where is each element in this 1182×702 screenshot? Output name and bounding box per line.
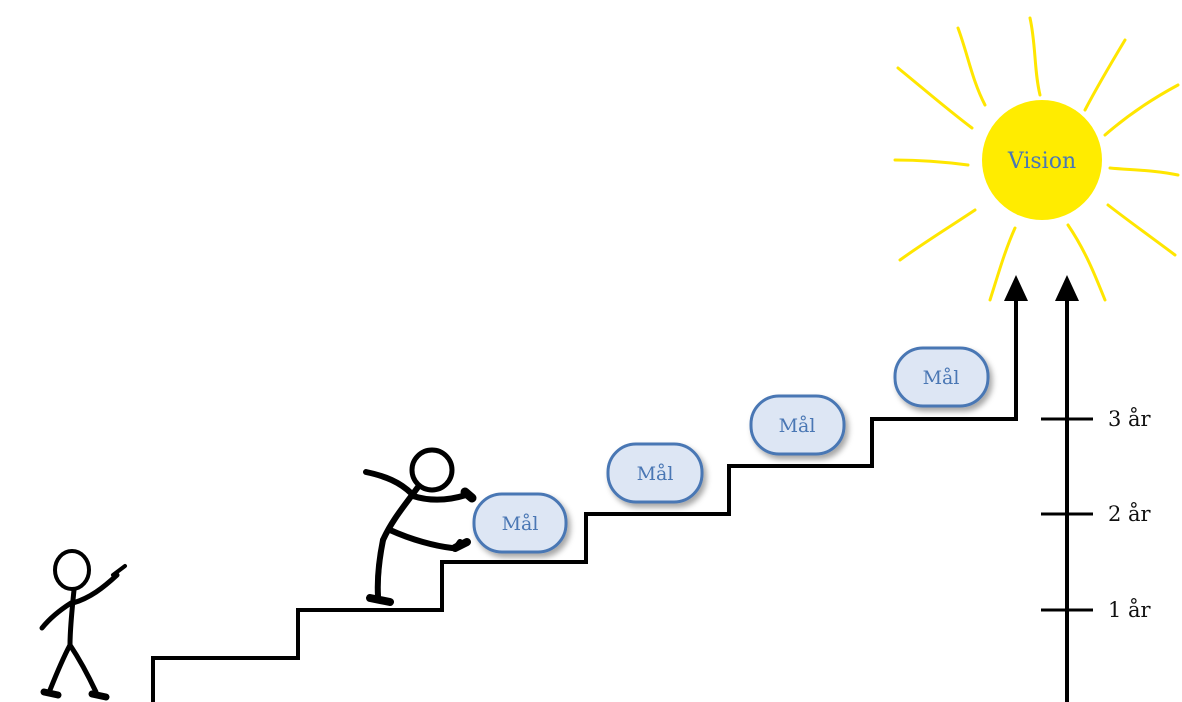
figure-leg-front bbox=[387, 527, 463, 551]
sun-rays bbox=[893, 16, 1180, 302]
tick-label-2-year: 2 år bbox=[1108, 502, 1152, 526]
sun-ray bbox=[896, 66, 974, 130]
figure-head bbox=[409, 447, 455, 493]
sun-ray bbox=[1083, 38, 1127, 112]
figure-foot-left bbox=[40, 688, 62, 699]
figure-arm-right bbox=[70, 572, 120, 606]
stick-figure-climbing bbox=[363, 447, 477, 606]
staircase-arrowhead bbox=[1004, 275, 1028, 301]
goal-label: Mål bbox=[502, 513, 539, 535]
goal-box-shape bbox=[472, 492, 568, 554]
goal-box-3: Mål bbox=[749, 394, 846, 456]
figure-hand-pointing bbox=[111, 564, 127, 577]
figure-leg-left bbox=[47, 642, 73, 693]
figure-fist-front bbox=[460, 487, 477, 503]
goal-label: Mål bbox=[923, 367, 960, 389]
goal-label: Mål bbox=[779, 415, 816, 437]
figure-arm-back bbox=[363, 469, 415, 497]
timeline-ticks: 1 år 2 år 3 år bbox=[1041, 407, 1152, 622]
figure-foot-right bbox=[88, 690, 110, 701]
goal-box-shape bbox=[749, 394, 846, 456]
sun: Vision bbox=[982, 100, 1102, 220]
sun-circle bbox=[982, 100, 1102, 220]
figure-foot-front bbox=[451, 538, 471, 552]
goal-box-4: Mål bbox=[893, 346, 990, 408]
goal-box-shape bbox=[606, 442, 704, 504]
stick-figure-pointing bbox=[39, 549, 127, 701]
sun-ray bbox=[893, 158, 970, 167]
figure-foot-back bbox=[366, 594, 394, 606]
figure-head bbox=[53, 549, 91, 591]
goal-box-shape bbox=[893, 346, 990, 408]
sun-ray bbox=[1106, 203, 1177, 257]
sun-ray bbox=[1103, 83, 1180, 137]
figure-leg-back bbox=[374, 537, 386, 599]
goal-box-2: Mål bbox=[606, 442, 704, 504]
figure-body bbox=[67, 587, 77, 648]
figure-body bbox=[380, 484, 421, 543]
sun-ray bbox=[1066, 223, 1107, 302]
figure-leg-right bbox=[67, 642, 99, 695]
figure-arm-front bbox=[410, 492, 469, 503]
vision-label: Vision bbox=[1007, 149, 1076, 174]
tick-label-1-year: 1 år bbox=[1108, 598, 1152, 622]
sun-ray bbox=[956, 26, 987, 107]
tick-label-3-year: 3 år bbox=[1108, 407, 1152, 431]
figure-arm-left bbox=[39, 600, 74, 631]
sun-ray bbox=[1028, 16, 1042, 97]
staircase bbox=[151, 300, 1018, 702]
sun-ray bbox=[1108, 166, 1180, 177]
timeline-arrowhead bbox=[1055, 275, 1079, 301]
goal-label: Mål bbox=[637, 463, 674, 485]
goal-box-1: Mål bbox=[472, 492, 568, 554]
sun-ray bbox=[898, 208, 977, 262]
sun-ray bbox=[988, 226, 1017, 302]
